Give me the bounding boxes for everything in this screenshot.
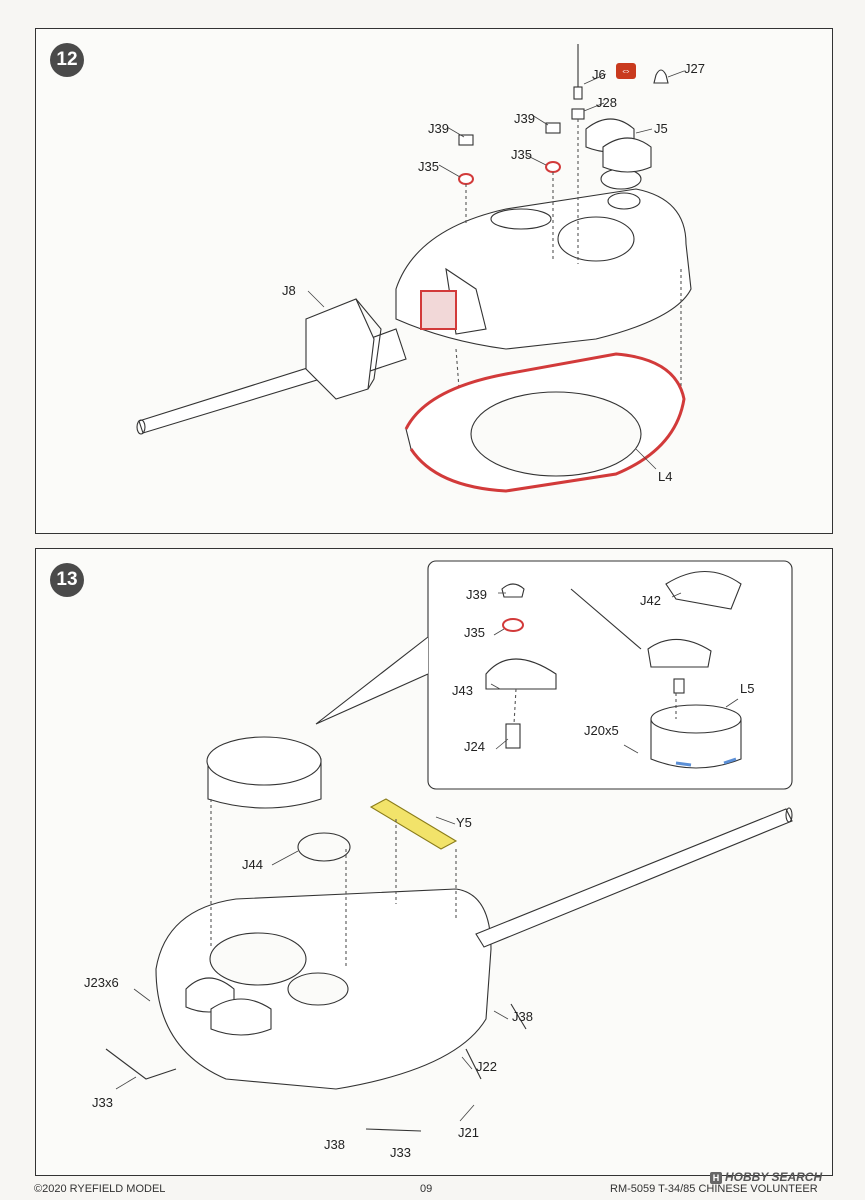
- label-j8: J8: [282, 283, 296, 298]
- label-j20x5: J20x5: [584, 723, 619, 738]
- label-j35-left: J35: [418, 159, 439, 174]
- label-j39: J39: [466, 587, 487, 602]
- step-12-panel: 12: [35, 28, 833, 534]
- label-j6: J6: [592, 67, 606, 82]
- step-13-panel: 13: [35, 548, 833, 1176]
- label-j38-right: J38: [512, 1009, 533, 1024]
- label-j39-left: J39: [428, 121, 449, 136]
- label-j43: J43: [452, 683, 473, 698]
- label-j27: J27: [684, 61, 705, 76]
- label-j44: J44: [242, 857, 263, 872]
- label-j33-bottom: J33: [390, 1145, 411, 1160]
- label-j5: J5: [654, 121, 668, 136]
- hobby-search-logo-icon: H: [710, 1172, 722, 1184]
- step-12-illustration: [136, 44, 692, 493]
- footer-copyright: ©2020 RYEFIELD MODEL: [34, 1183, 166, 1195]
- label-j21: J21: [458, 1125, 479, 1140]
- label-j22: J22: [476, 1059, 497, 1074]
- label-j23x6: J23x6: [84, 975, 119, 990]
- label-j35: J35: [464, 625, 485, 640]
- footer-product: RM-5059 T-34/85 CHINESE VOLUNTEER: [610, 1183, 818, 1195]
- label-j38-bottom: J38: [324, 1137, 345, 1152]
- label-l4: L4: [658, 469, 673, 484]
- label-j24: J24: [464, 739, 485, 754]
- footer-page-number: 09: [420, 1183, 433, 1195]
- label-j35-right: J35: [511, 147, 532, 162]
- step-13-illustration: [105, 560, 793, 1132]
- label-y5: Y5: [456, 815, 472, 830]
- label-j33-left: J33: [92, 1095, 113, 1110]
- watermark-text: HOBBY SEARCH: [725, 1170, 823, 1184]
- step-number-badge: 13: [50, 563, 84, 597]
- flip-arrows-icon: ⇔: [616, 63, 636, 79]
- label-j42: J42: [640, 593, 661, 608]
- label-j28: J28: [596, 95, 617, 110]
- step-number-badge: 12: [50, 43, 84, 77]
- label-l5: L5: [740, 681, 755, 696]
- label-j39-right: J39: [514, 111, 535, 126]
